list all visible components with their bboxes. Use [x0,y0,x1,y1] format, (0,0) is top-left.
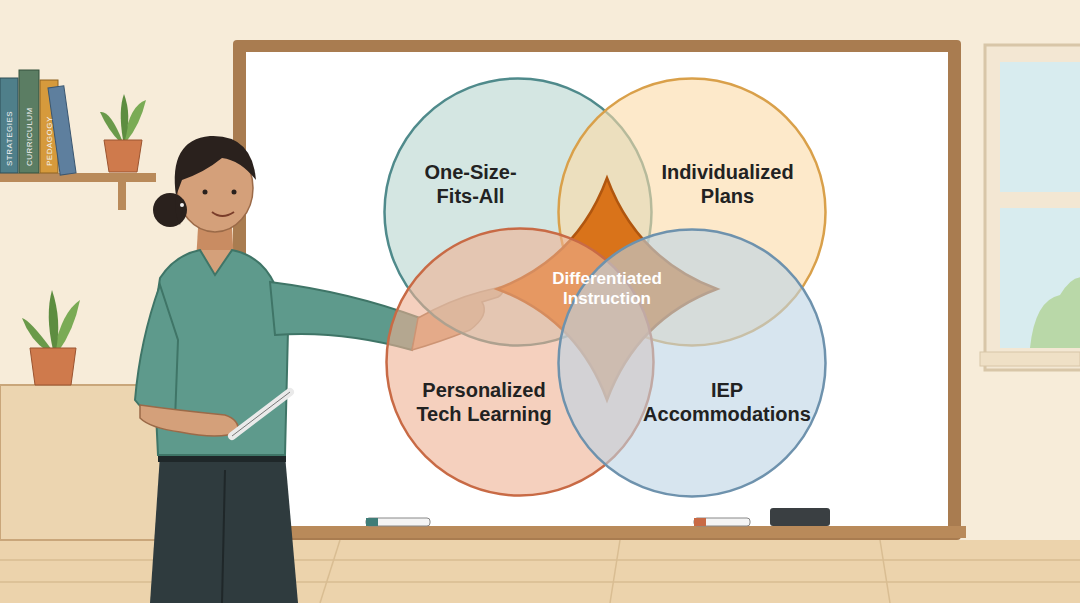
circle-label: IEP Accommodations [637,378,817,426]
leaf [121,94,129,140]
book [19,70,39,173]
circle-label: Personalized Tech Learning [405,378,563,426]
venn-circle: IEP Accommodations [557,228,827,498]
circle-label: Individualized Plans [645,160,810,208]
book [0,78,18,173]
book-spine-label: CURRICULUM [25,107,34,166]
circle-label: One-Size-Fits-All [408,160,533,208]
whiteboard-surface [246,52,948,526]
window-pane [1000,62,1080,192]
circle-outline [557,228,827,498]
window-sill [980,352,1080,366]
leaf [49,290,59,350]
pot [30,348,76,385]
shelf-bracket [118,182,126,210]
center-label: Differentiated Instruction [532,269,682,310]
pot [104,140,142,172]
marker-cap [366,518,378,526]
marker-cap [694,518,706,526]
whiteboard-frame [233,40,961,540]
leaf [100,112,122,142]
shelf [0,173,156,182]
marker [694,518,750,526]
tree [1030,277,1080,348]
marker-tray [228,526,966,538]
leaf [22,318,52,352]
window-pane [1000,208,1080,348]
book-spine-label: PEDAGOGY [45,116,54,166]
marker [366,518,430,526]
eraser [770,508,830,526]
book-spine-label: STRATEGIES [5,111,14,166]
